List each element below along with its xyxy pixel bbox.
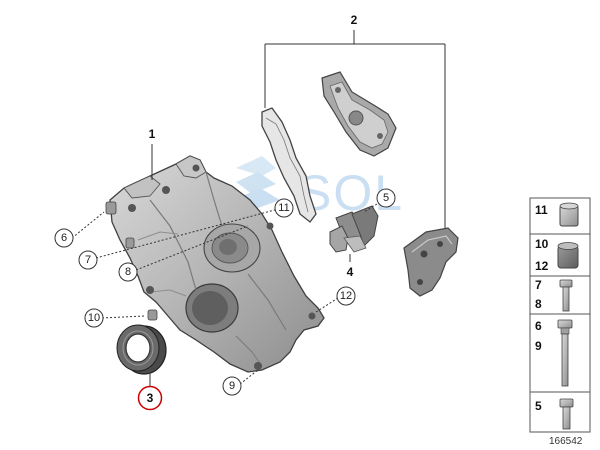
label-10: 10 xyxy=(88,312,100,324)
leader-5 xyxy=(363,203,378,213)
timing-case-cover xyxy=(105,155,325,373)
label-8: 8 xyxy=(125,266,131,278)
label-7: 7 xyxy=(85,254,91,266)
legend-frame xyxy=(529,197,591,433)
highlight-circle-3 xyxy=(137,385,163,411)
bushing-icon xyxy=(557,242,579,269)
legend-num-11: 11 xyxy=(535,203,548,217)
gasket-outline xyxy=(261,107,317,223)
item-2-leader xyxy=(264,30,446,232)
diagram-id: 166542 xyxy=(549,436,583,447)
label-12: 12 xyxy=(340,290,352,302)
callouts xyxy=(71,207,339,385)
chain-guide-pieces xyxy=(329,205,379,253)
label-4: 4 xyxy=(347,265,354,279)
hardware-legend: 11 10 12 7 8 6 9 5 xyxy=(529,197,591,433)
callout-8 xyxy=(118,262,138,282)
sleeve-icon xyxy=(559,202,579,227)
legend-num-12: 12 xyxy=(535,259,549,273)
label-3: 3 xyxy=(147,391,154,405)
bracket-right xyxy=(403,227,459,297)
label-6: 6 xyxy=(61,232,67,244)
label-9: 9 xyxy=(229,380,235,392)
legend-num-5: 5 xyxy=(535,399,542,413)
long-bolt-icon xyxy=(557,319,573,387)
label-5: 5 xyxy=(383,192,389,204)
legend-num-10: 10 xyxy=(535,237,549,251)
legend-num-6: 6 xyxy=(535,319,542,333)
legend-num-7: 7 xyxy=(535,278,542,292)
label-1: 1 xyxy=(149,127,156,141)
callout-12 xyxy=(336,286,356,306)
callout-10 xyxy=(84,308,104,328)
callout-9 xyxy=(222,376,242,396)
callout-11 xyxy=(274,198,294,218)
label-11: 11 xyxy=(278,202,289,214)
watermark: SOL xyxy=(236,156,402,221)
short-bolt-icon xyxy=(559,279,573,312)
callout-5 xyxy=(376,188,396,208)
shaft-seal xyxy=(116,324,167,375)
label-2: 2 xyxy=(351,13,358,27)
bolt-icon xyxy=(559,398,574,430)
legend-num-8: 8 xyxy=(535,297,542,311)
legend-num-9: 9 xyxy=(535,339,542,353)
gasket-plate xyxy=(321,71,397,157)
callout-6 xyxy=(54,228,74,248)
callout-7 xyxy=(78,250,98,270)
